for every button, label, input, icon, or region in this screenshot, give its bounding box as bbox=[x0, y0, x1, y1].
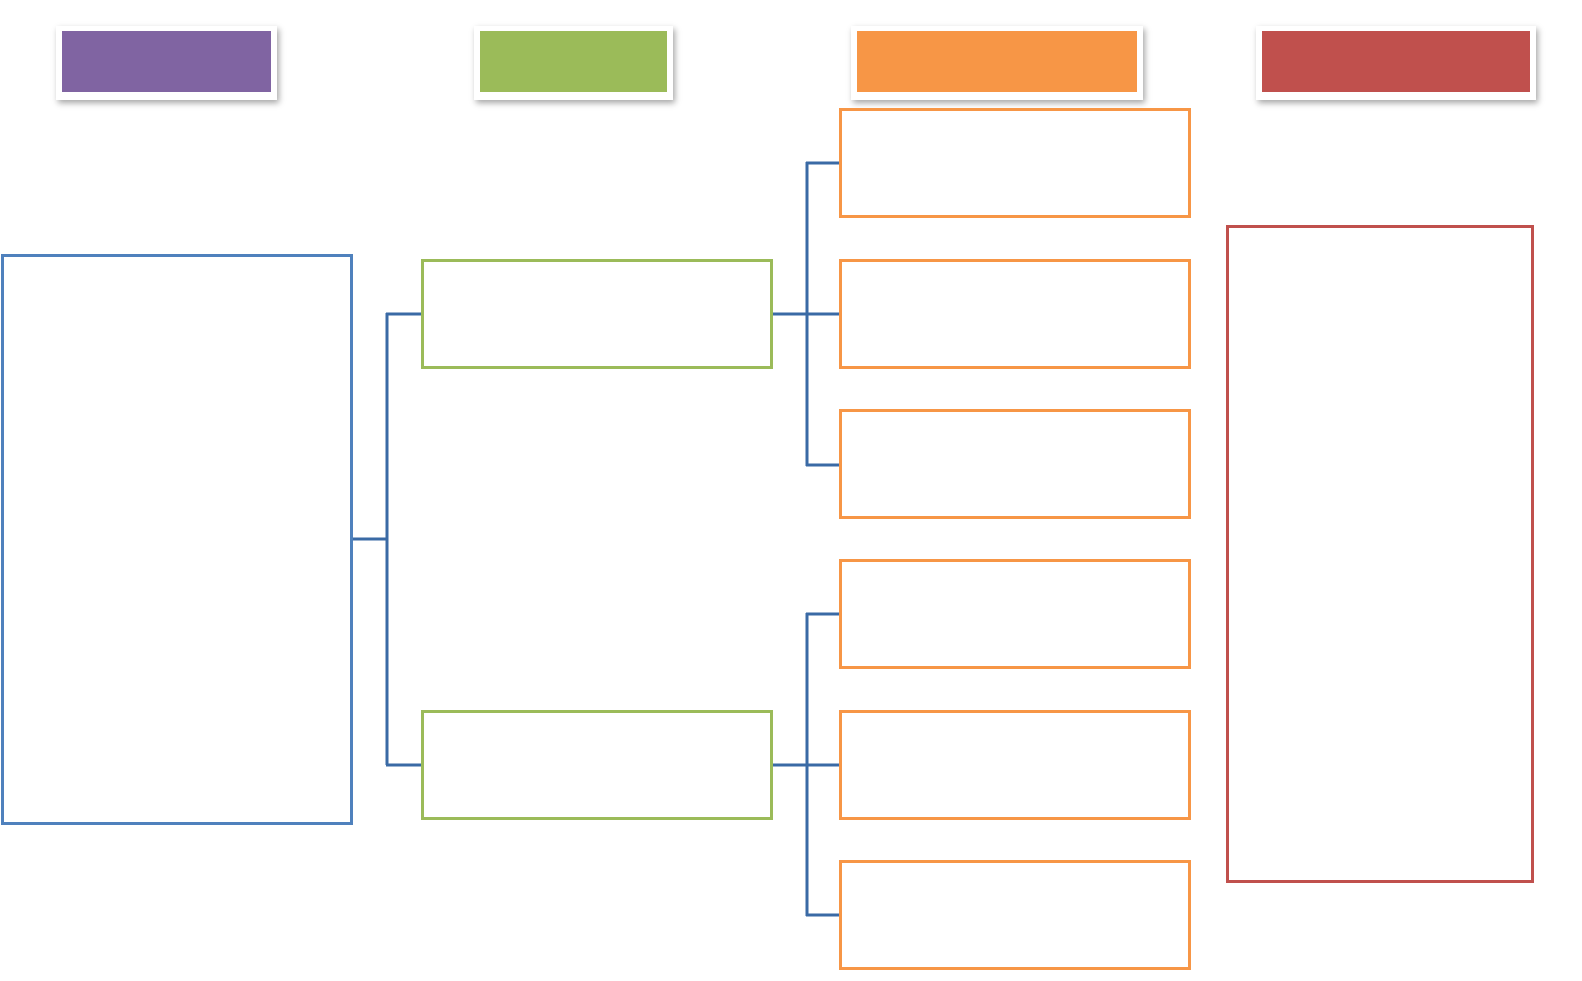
column-header-2-fill bbox=[480, 31, 667, 92]
level3-box-5 bbox=[839, 710, 1191, 820]
level3-box-4 bbox=[839, 559, 1191, 669]
root-box bbox=[1, 254, 353, 825]
column-header-3-fill bbox=[857, 31, 1137, 92]
level3-box-1 bbox=[839, 108, 1191, 218]
level3-box-2 bbox=[839, 259, 1191, 369]
column-header-1 bbox=[56, 26, 277, 100]
level3-box-6 bbox=[839, 860, 1191, 970]
level2-box-1 bbox=[421, 259, 773, 369]
column-header-3 bbox=[851, 26, 1143, 100]
column-header-1-fill bbox=[62, 31, 271, 92]
column-header-2 bbox=[474, 26, 673, 100]
column-header-4 bbox=[1256, 26, 1536, 100]
level3-box-3 bbox=[839, 409, 1191, 519]
column-header-4-fill bbox=[1262, 31, 1530, 92]
level2-box-2 bbox=[421, 710, 773, 820]
result-box bbox=[1226, 225, 1534, 883]
